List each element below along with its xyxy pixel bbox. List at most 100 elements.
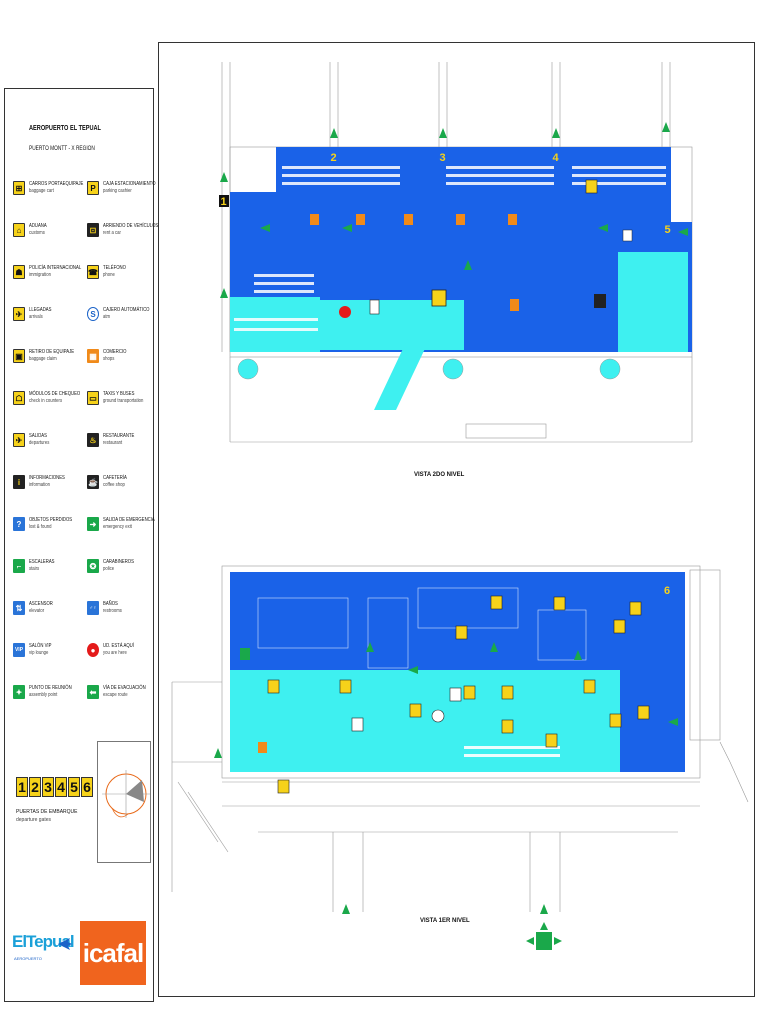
gate-1-badge <box>219 195 229 207</box>
legend-label: RETIRO DE EQUIPAJE <box>29 349 75 355</box>
you-are-here-marker <box>339 306 351 318</box>
legend-label: ASCENSOR <box>29 601 53 607</box>
legend-label-en: stairs <box>29 566 40 572</box>
legend-label-en: elevator <box>29 608 45 614</box>
lower-level-caption: VISTA 1ER NIVEL <box>420 918 470 924</box>
floor-plan-frame <box>158 42 755 997</box>
legend-label: LLEGADAS <box>29 307 52 313</box>
legend-label-en: police <box>103 566 115 572</box>
legend-label-en: rent a car <box>103 230 121 236</box>
legend-label-en: escape route <box>103 692 128 698</box>
police-icon: ✪ <box>87 559 99 573</box>
legend-label: ESCALERAS <box>29 559 55 565</box>
legend-label-en: coffee shop <box>103 482 125 488</box>
legend-label: POLICÍA INTERNACIONAL <box>29 265 82 271</box>
legend-label-en: atm <box>103 314 111 320</box>
emergency-exit-icon: ➜ <box>87 517 99 531</box>
gate-key-6: 6 <box>81 777 93 797</box>
shops-icon: ▦ <box>87 349 99 363</box>
legend-label: CARABINEROS <box>103 559 134 565</box>
legend-label: RESTAURANTE <box>103 433 135 439</box>
gate-key-3: 3 <box>42 777 54 797</box>
legend-label-en: shops <box>103 356 115 362</box>
airport-subtitle: PUERTO MONTT - X REGIÓN <box>29 146 95 152</box>
phone-icon: ☎ <box>87 265 99 279</box>
immigration-icon: ☗ <box>13 265 25 279</box>
compass <box>97 741 151 863</box>
restrooms-icon: ♂♀ <box>87 601 99 615</box>
gate-key-5: 5 <box>68 777 80 797</box>
legend-label: SALÓN VIP <box>29 643 52 649</box>
gates-label-en: departure gates <box>16 817 52 823</box>
legend-label: SALIDAS <box>29 433 47 439</box>
icafal-logo: icafal <box>80 921 146 985</box>
legend-label: TELÉFONO <box>103 265 126 271</box>
legend-label-en: baggage claim <box>29 356 57 362</box>
restaurant-icon: ♨ <box>87 433 99 447</box>
legend-label: BAÑOS <box>103 601 118 607</box>
legend-label-en: information <box>29 482 51 488</box>
legend-label: CAJERO AUTOMÁTICO <box>103 307 150 313</box>
legend-label-en: you are here <box>103 650 127 656</box>
gate-4-badge <box>551 151 561 163</box>
legend-label: OBJETOS PERDIDOS <box>29 517 73 523</box>
upper-departures-sign <box>431 289 447 307</box>
legend-label-en: baggage cart <box>29 188 54 194</box>
legend-label-en: ground transportation <box>103 398 144 404</box>
upper-cyan-lounge <box>318 300 464 350</box>
gate-2-badge <box>329 151 339 163</box>
departures-icon: ✈ <box>13 433 25 447</box>
legend-label: CAFETERÍA <box>103 475 127 481</box>
gate-4-label: 4 <box>553 152 560 164</box>
legend-label-en: lost & found <box>29 524 52 530</box>
vip-lounge-icon: VIP <box>13 643 25 657</box>
lower-north-hall <box>230 572 685 672</box>
you-are-here-icon: ● <box>87 643 99 657</box>
compass-icon <box>102 770 150 818</box>
lower-arrivals-hall <box>230 670 620 772</box>
legend-label: MÓDULOS DE CHEQUEO <box>29 391 81 397</box>
airport-title: AEROPUERTO EL TEPUAL <box>29 125 101 132</box>
legend-label-en: departures <box>29 440 50 446</box>
legend-label-en: customs <box>29 230 45 236</box>
legend-label: INFORMACIONES <box>29 475 65 481</box>
lost-found-icon: ? <box>13 517 25 531</box>
legend-label: SALIDA DE EMERGENCIA <box>103 517 155 523</box>
assembly-point-icon: ✦ <box>13 685 25 699</box>
gate-5-badge <box>663 223 673 235</box>
baggage-claim-icon: ▣ <box>13 349 25 363</box>
plane-logo-icon <box>58 938 72 950</box>
legend-label-en: assembly point <box>29 692 58 698</box>
parking-cashier-icon: P <box>87 181 99 195</box>
gate-1-label: 1 <box>221 196 227 208</box>
gate-3-badge <box>438 151 448 163</box>
legend-label: COMERCIO <box>103 349 127 355</box>
assembly-point-icon <box>526 922 562 950</box>
legend-label: VÍA DE EVACUACIÓN <box>103 685 146 691</box>
gate-3-label: 3 <box>440 152 446 164</box>
check-in-icon: ☖ <box>13 391 25 405</box>
legend-label-en: emergency exit <box>103 524 132 530</box>
legend-label-en: phone <box>103 272 115 278</box>
upper-departures-hall <box>276 147 671 227</box>
